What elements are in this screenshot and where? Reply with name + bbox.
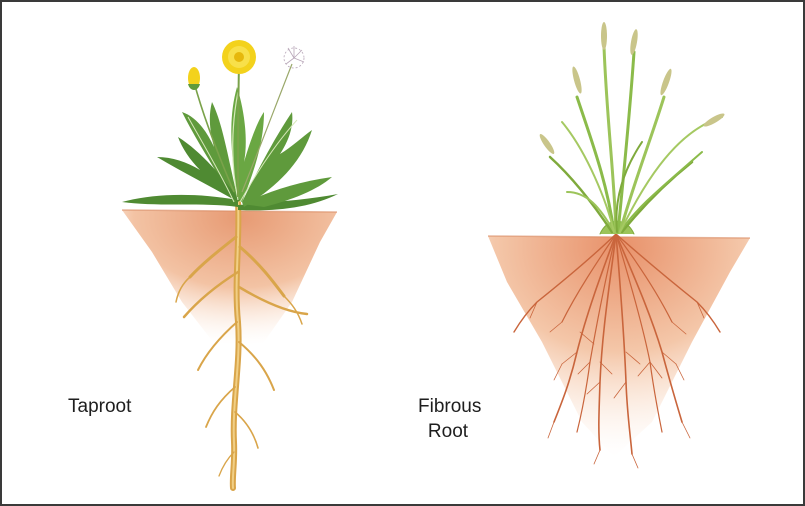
fibrous-root-label-line1: Fibrous	[418, 395, 478, 420]
fibrous-root-label-line2: Root	[418, 420, 478, 445]
grass-plant-icon	[538, 22, 726, 234]
taproot-label: Taproot	[68, 395, 131, 420]
fibrous-root-label: Fibrous Root	[418, 395, 478, 444]
dandelion-plant-icon	[122, 40, 338, 210]
taproot-soil	[122, 210, 337, 352]
